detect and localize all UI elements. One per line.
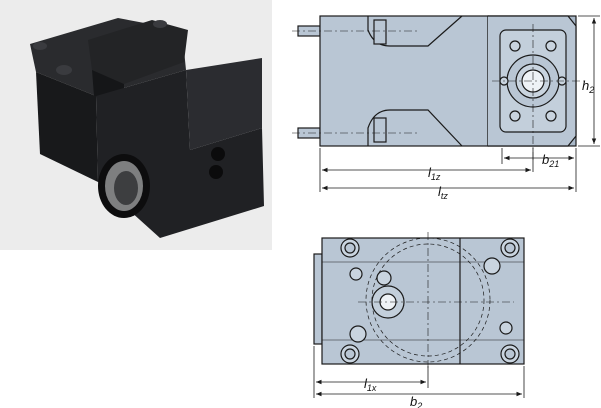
top-view-part	[313, 237, 525, 365]
side-view-dimensions	[319, 15, 600, 192]
tool-holder-body	[30, 18, 264, 238]
dim-l1x-label: l1x	[364, 376, 377, 393]
side-view-drawing: l1z ltz b21 h2	[292, 15, 600, 201]
top-view-dimensions	[313, 346, 525, 398]
top-view-drawing: l1x b2	[313, 232, 525, 408]
dim-h2-label: h2	[582, 78, 594, 95]
dim-b21-label: b21	[542, 152, 559, 169]
side-view-part	[297, 15, 577, 147]
top-view-centerlines	[358, 232, 514, 368]
dim-l1z-label: l1z	[428, 165, 441, 182]
dim-ltz-label: ltz	[438, 184, 448, 201]
dim-b2-label: b2	[410, 394, 422, 408]
product-photo	[0, 0, 272, 250]
side-view-centerlines	[292, 24, 584, 160]
